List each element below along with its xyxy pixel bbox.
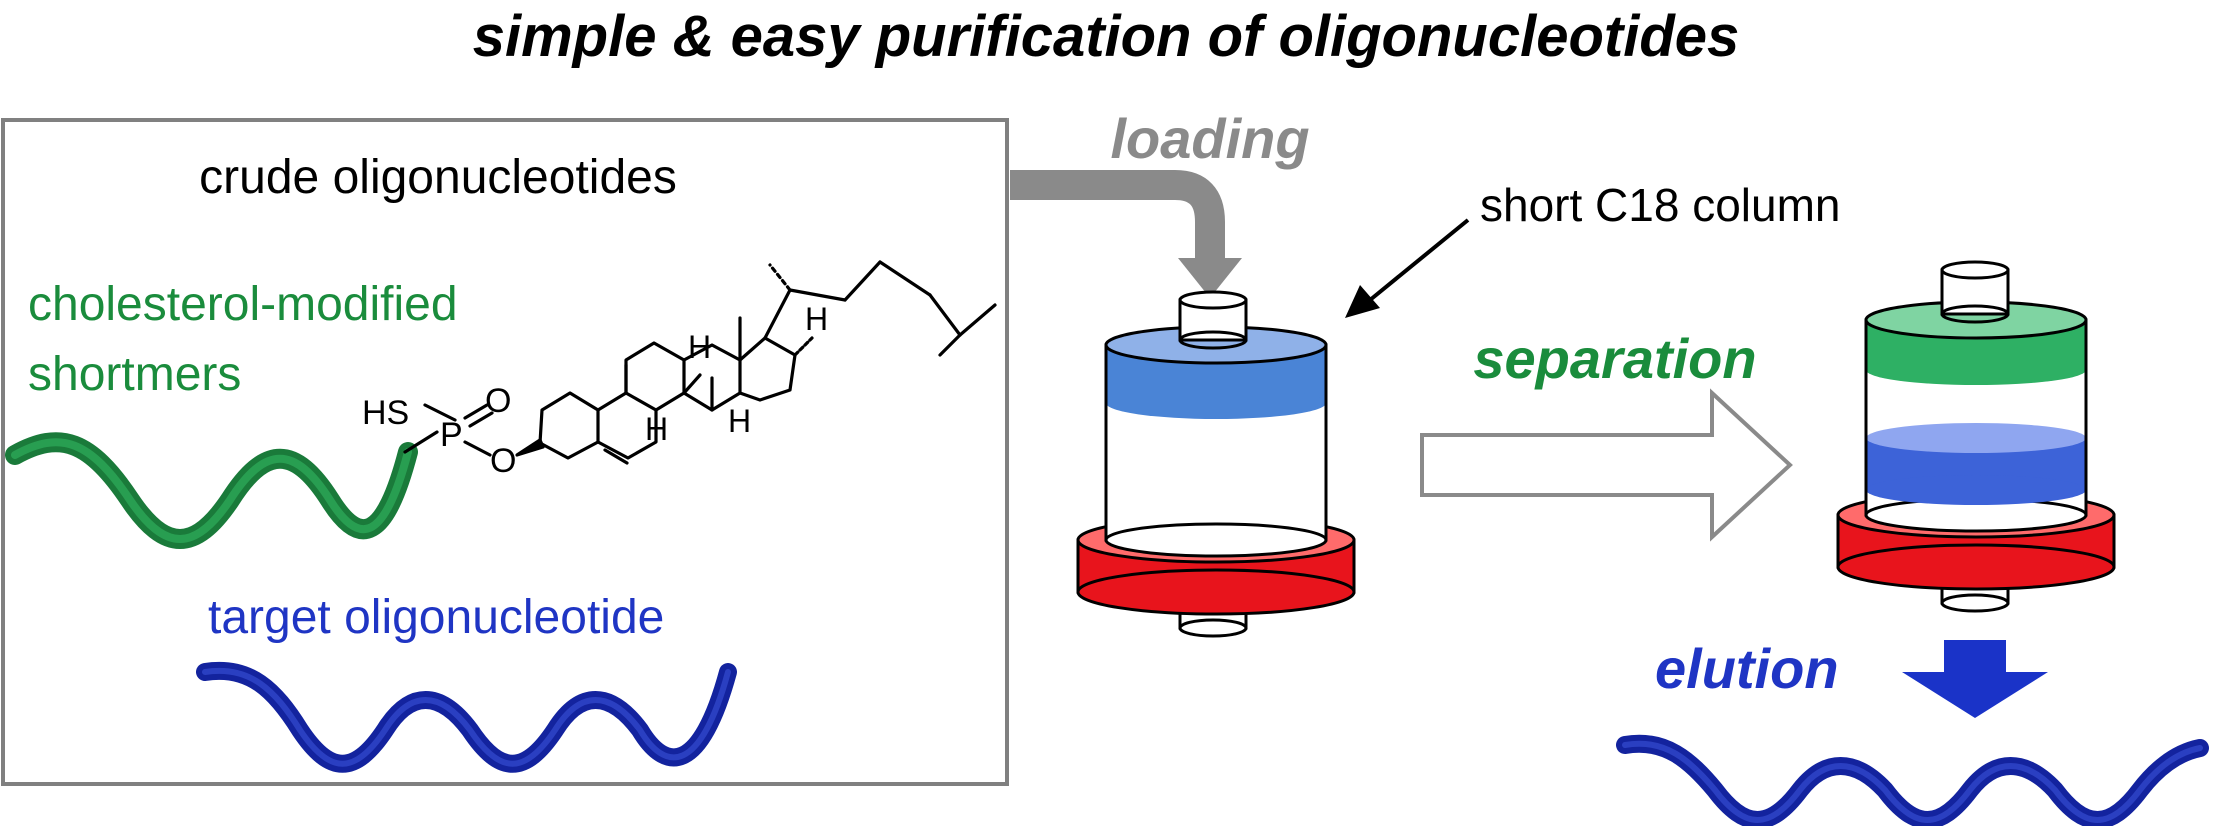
h-atom-label-1: H [688, 329, 711, 365]
crude-heading: crude oligonucleotides [199, 151, 677, 204]
c18-column-loaded [1076, 290, 1356, 638]
p-atom-label: P [440, 416, 463, 454]
scheme-title: simple & easy purification of oligonucle… [473, 4, 1740, 69]
elution-label: elution [1655, 637, 1839, 700]
cholesterol-phosphorothioate-structure [403, 260, 997, 465]
hs-atom-label: HS [362, 394, 409, 432]
target-oligonucleotide-label: target oligonucleotide [208, 591, 664, 644]
h-atom-label-2: H [728, 403, 751, 439]
loading-arrow [1010, 170, 1242, 298]
crude-oligonucleotides-box [1, 118, 1009, 786]
o-ester-atom-label: O [490, 442, 516, 480]
shortmers-label-line1: cholesterol-modified [28, 278, 458, 331]
shortmers-label-line2: shortmers [28, 348, 241, 401]
separation-arrow [1420, 388, 1793, 542]
o-double-atom-label: O [485, 382, 511, 420]
loading-label: loading [1110, 107, 1309, 170]
column-label: short C18 column [1480, 179, 1841, 231]
elution-arrow [1902, 640, 2048, 718]
c18-column-separated [1836, 260, 2116, 613]
target-ribbon [196, 661, 737, 773]
shortmer-ribbon [5, 432, 418, 549]
h-atom-label-3: H [805, 301, 828, 337]
separation-label: separation [1473, 327, 1756, 390]
column-pointer-arrow [1345, 218, 1470, 318]
eluted-target-ribbon [1616, 734, 2209, 826]
h-atom-label-4: H [645, 411, 668, 447]
